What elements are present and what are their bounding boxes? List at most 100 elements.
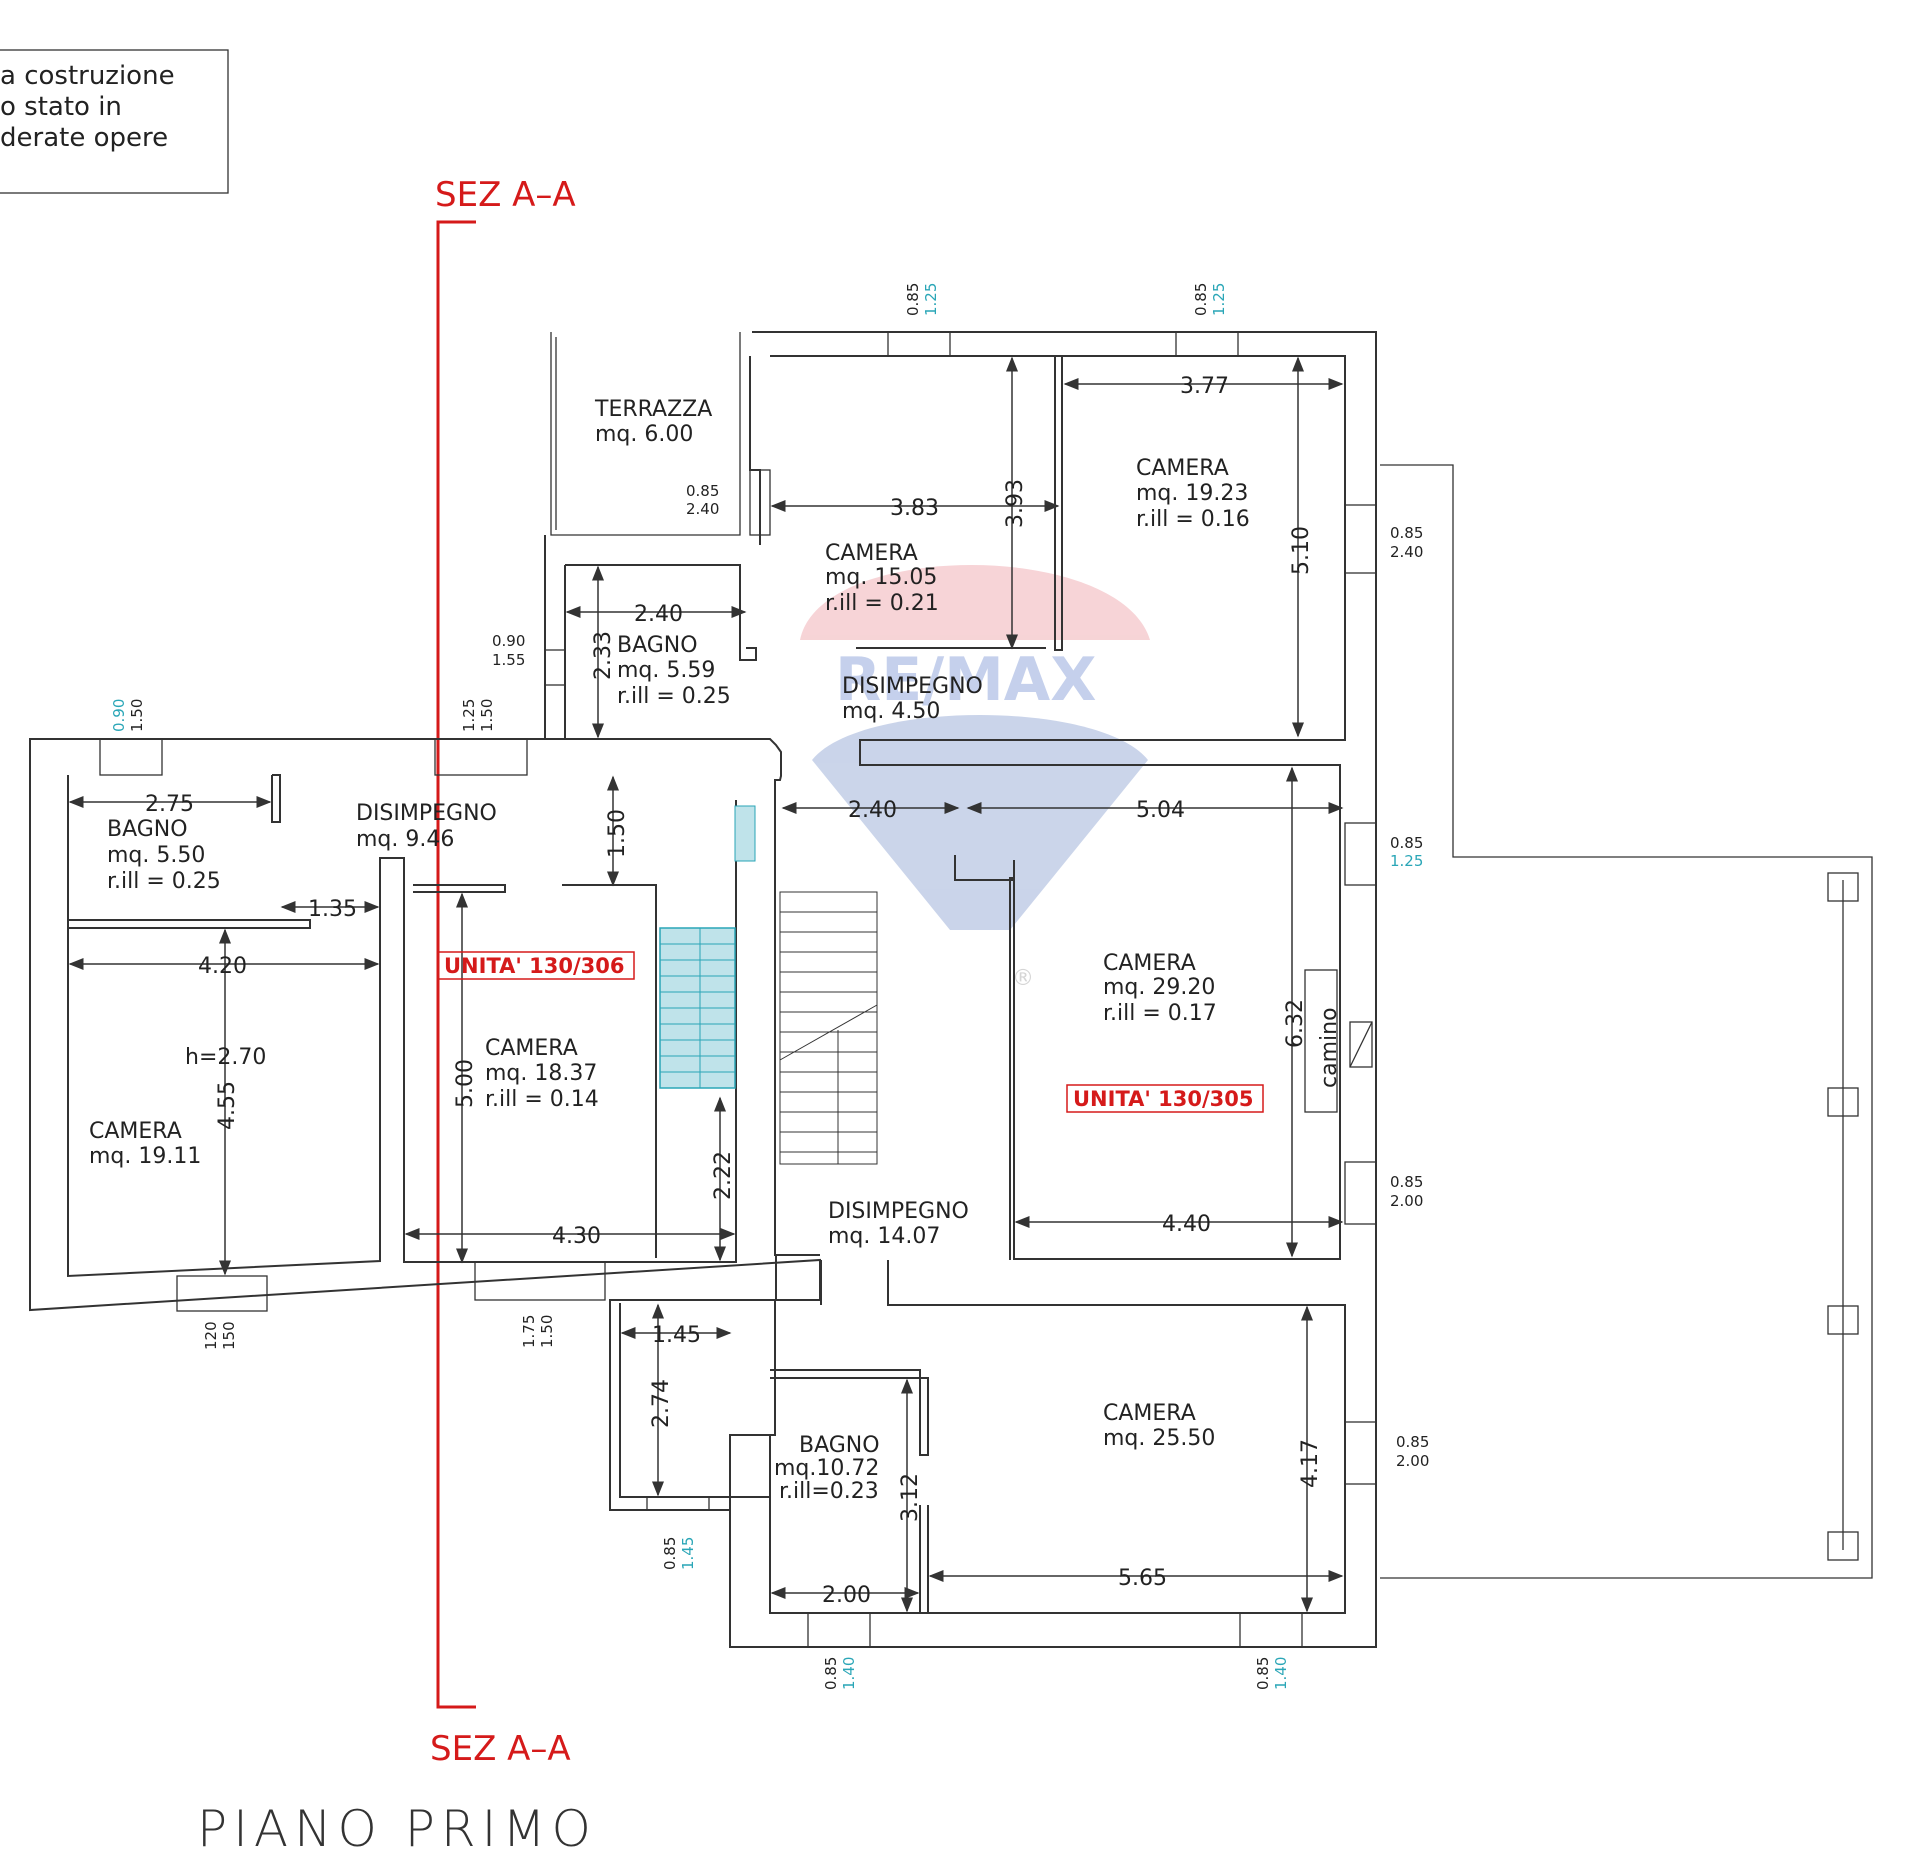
- camera-se-area: mq. 25.50: [1103, 1426, 1215, 1451]
- window-label-4b: 2.40: [686, 500, 719, 518]
- dim-1-35: 1.35: [308, 897, 357, 922]
- dim-2-22: 2.22: [711, 1151, 736, 1200]
- camera-nw-name: CAMERA: [825, 541, 918, 566]
- window-label-5a: 0.90: [492, 632, 525, 650]
- window-label-6b: 1.50: [128, 699, 146, 732]
- window-label-11a: 120: [202, 1321, 220, 1350]
- section-line-a-a: SEZ A–A SEZ A–A: [430, 175, 576, 1769]
- dim-6-32: 6.32: [1283, 999, 1308, 1048]
- dim-3-93: 3.93: [1003, 479, 1028, 528]
- camera-ne-ill: r.ill = 0.16: [1136, 507, 1250, 532]
- disimpegno-c-name: DISIMPEGNO: [828, 1199, 969, 1224]
- dim-2-33: 2.33: [591, 631, 616, 680]
- dim-2-40-corridor: 2.40: [848, 798, 897, 823]
- walls: [29, 331, 1873, 1648]
- bagno-s-ill: r.ill=0.23: [779, 1479, 879, 1504]
- camera-nw-ill: r.ill = 0.21: [825, 591, 939, 616]
- bagno-w-name: BAGNO: [107, 817, 188, 842]
- bagno-n-area: mq. 5.59: [617, 658, 715, 683]
- dimension-labels: 3.83 3.93 3.77 5.10 2.40 2.33 2.75 1.50 …: [145, 374, 1323, 1608]
- window-label-12b: 1.50: [538, 1315, 556, 1348]
- unit-labels: UNITA' 130/306 UNITA' 130/305: [437, 951, 1264, 1113]
- dim-5-10: 5.10: [1289, 526, 1314, 575]
- disimpegno-n-area: mq. 4.50: [842, 699, 940, 724]
- camera-w-area: mq. 19.11: [89, 1144, 201, 1169]
- dim-2-00: 2.00: [822, 1583, 871, 1608]
- window-label-5b: 1.55: [492, 651, 525, 669]
- window-label-13b: 1.45: [679, 1537, 697, 1570]
- camera-se-name: CAMERA: [1103, 1401, 1196, 1426]
- window-labels: 0.85 1.25 0.85 1.25 0.85 2.40 0.85 2.40 …: [110, 283, 1429, 1690]
- camera-c-area: mq. 18.37: [485, 1061, 597, 1086]
- dim-3-77: 3.77: [1180, 374, 1229, 399]
- camino-label: camino: [1317, 1007, 1342, 1088]
- section-label-bottom: SEZ A–A: [430, 1729, 571, 1769]
- dim-5-04: 5.04: [1136, 798, 1185, 823]
- window-label-3a: 0.85: [1390, 524, 1423, 542]
- dim-3-83: 3.83: [890, 496, 939, 521]
- camera-c-name: CAMERA: [485, 1036, 578, 1061]
- dim-3-12: 3.12: [898, 1473, 923, 1522]
- window-label-15b: 1.40: [1272, 1657, 1290, 1690]
- camera-ne-area: mq. 19.23: [1136, 481, 1248, 506]
- note-line-1: a costruzione: [0, 61, 175, 91]
- camera-e-ill: r.ill = 0.17: [1103, 1001, 1217, 1026]
- window-label-1b: 1.25: [922, 283, 940, 316]
- bagno-n-name: BAGNO: [617, 633, 698, 658]
- dim-4-40: 4.40: [1162, 1212, 1211, 1237]
- camera-ne-name: CAMERA: [1136, 456, 1229, 481]
- disimpegno-c-area: mq. 14.07: [828, 1224, 940, 1249]
- window-label-1a: 0.85: [904, 283, 922, 316]
- dim-5-00: 5.00: [453, 1059, 478, 1108]
- plan-title: PIANO PRIMO: [197, 1800, 597, 1858]
- camera-nw-area: mq. 15.05: [825, 565, 937, 590]
- window-openings: [99, 331, 1377, 1648]
- window-label-4a: 0.85: [686, 482, 719, 500]
- window-label-7b: 1.50: [478, 699, 496, 732]
- window-label-8b: 1.25: [1390, 852, 1423, 870]
- window-label-6a: 0.90: [110, 699, 128, 732]
- note-line-3: derate opere: [0, 123, 168, 153]
- window-label-8a: 0.85: [1390, 834, 1423, 852]
- window-label-10b: 2.00: [1396, 1452, 1429, 1470]
- window-label-15a: 0.85: [1254, 1657, 1272, 1690]
- window-label-11b: 150: [220, 1321, 238, 1350]
- dim-1-45: 1.45: [652, 1323, 701, 1348]
- window-label-14a: 0.85: [822, 1657, 840, 1690]
- room-labels: TERRAZZA mq. 6.00 CAMERA mq. 15.05 r.ill…: [89, 397, 1342, 1504]
- dim-2-40-bagno: 2.40: [634, 602, 683, 627]
- dim-1-50: 1.50: [605, 809, 630, 858]
- dim-2-75: 2.75: [145, 792, 194, 817]
- bagno-s-area: mq.10.72: [774, 1456, 879, 1481]
- camera-w-name: CAMERA: [89, 1119, 182, 1144]
- window-label-13a: 0.85: [661, 1537, 679, 1570]
- camera-e-area: mq. 29.20: [1103, 975, 1215, 1000]
- window-label-3b: 2.40: [1390, 543, 1423, 561]
- dim-2-74: 2.74: [649, 1379, 674, 1428]
- unit-right-label: UNITA' 130/305: [1073, 1087, 1253, 1111]
- note-box: a costruzione o stato in derate opere: [0, 49, 229, 194]
- window-label-2a: 0.85: [1192, 283, 1210, 316]
- watermark: RE/MAX ®: [800, 565, 1150, 991]
- bagno-s-name: BAGNO: [799, 1433, 880, 1458]
- dim-4-20: 4.20: [198, 954, 247, 979]
- window-label-2b: 1.25: [1210, 283, 1228, 316]
- section-label-top: SEZ A–A: [435, 175, 576, 215]
- disimpegno-w-area: mq. 9.46: [356, 827, 454, 852]
- dimension-lines: [68, 356, 1344, 1613]
- registered-mark: ®: [1012, 966, 1034, 991]
- disimpegno-n-name: DISIMPEGNO: [842, 674, 983, 699]
- watermark-text: RE/MAX: [835, 645, 1097, 715]
- window-label-14b: 1.40: [840, 1657, 858, 1690]
- note-line-2: o stato in: [0, 92, 122, 122]
- bagno-n-ill: r.ill = 0.25: [617, 684, 731, 709]
- terrazza-name: TERRAZZA: [594, 397, 712, 422]
- camera-w-height: h=2.70: [185, 1045, 266, 1070]
- disimpegno-w-name: DISIMPEGNO: [356, 801, 497, 826]
- terrazza-area: mq. 6.00: [595, 422, 693, 447]
- window-label-12a: 1.75: [520, 1315, 538, 1348]
- dim-4-17: 4.17: [1298, 1439, 1323, 1488]
- dim-5-65: 5.65: [1118, 1566, 1167, 1591]
- balloon-bottom-blue: [812, 715, 1148, 930]
